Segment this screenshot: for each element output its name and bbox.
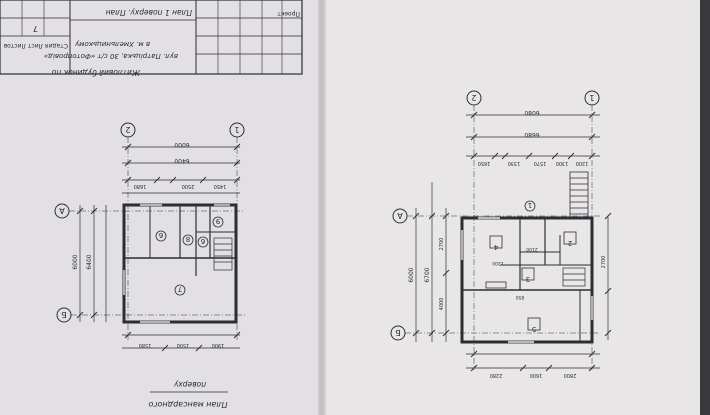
left-dim-side-total: 6000 xyxy=(72,254,79,269)
right-dim-side-part-2: 4000 xyxy=(439,298,445,311)
left-room-markers: 6 8 6 9 7 xyxy=(155,216,224,296)
left-sheet xyxy=(0,0,322,415)
right-room-number: 1 xyxy=(528,201,532,209)
right-dim-top-part-1: 1200 xyxy=(576,160,589,166)
right-entrance-stair xyxy=(569,171,589,219)
left-axis-b-label: Б xyxy=(61,310,67,319)
right-dim-top-total: 6080 xyxy=(524,109,539,116)
right-dim-top-inner: 6680 xyxy=(524,131,539,138)
right-dim-right-side: 2700 xyxy=(601,256,607,269)
right-room-number: 2 xyxy=(568,239,572,247)
left-axis-2-label: 2 xyxy=(125,125,130,134)
right-room-number: 3 xyxy=(526,275,530,283)
right-dim-bottom-1: 2800 xyxy=(564,372,577,378)
right-axis-1-label: 1 xyxy=(589,93,594,102)
left-plan-caption-line-1: План мансардного xyxy=(148,400,227,409)
book-gutter xyxy=(318,0,326,415)
right-small-dim: 850 xyxy=(516,294,525,300)
left-dim-bottom-3: 1580 xyxy=(139,342,152,348)
right-dim-top-part-5: 1650 xyxy=(478,160,491,166)
project-line-3: в м. Хмельницькому xyxy=(74,40,150,48)
project-line-2: вул. Патріцька, 30 с/т «Фотопровід» xyxy=(44,52,178,60)
left-room-number: 6 xyxy=(200,237,205,245)
right-dim-top-part-4: 1330 xyxy=(508,160,521,166)
left-plan-caption-line-2: поверху xyxy=(173,380,206,389)
title-stamp-text: Проект xyxy=(277,10,300,17)
left-dim-top-inner: 6400 xyxy=(174,157,189,164)
title-block: Проект Стадия Лист Листов 7 Житловий буд… xyxy=(0,0,303,77)
left-axis-1-label: 1 xyxy=(234,125,239,134)
sheet-edge-shadow xyxy=(700,0,710,415)
left-room-number: 8 xyxy=(186,235,190,243)
right-room-markers: 1 4 2 3 5 xyxy=(489,200,577,333)
sheet-title: План 1 поверху. План xyxy=(106,8,192,17)
left-room-number: 6 xyxy=(158,231,163,239)
right-dim-top-part-2: 1300 xyxy=(556,160,569,166)
right-room-number: 4 xyxy=(493,243,498,251)
right-dim-top-part-3: 1570 xyxy=(534,160,547,166)
left-dim-top-total: 6000 xyxy=(174,141,189,148)
left-dim-side-inner: 6400 xyxy=(86,254,93,269)
project-line-1: Житловий будинок по xyxy=(51,68,141,77)
left-dim-top-part-3: 1680 xyxy=(134,183,147,189)
sheet-label: Стадия Лист Листов xyxy=(3,42,68,49)
right-dim-bottom-3: 2280 xyxy=(490,372,503,378)
left-room-number: 9 xyxy=(216,217,220,225)
right-dim-side-part-1: 2700 xyxy=(439,238,445,251)
right-axis-b-label: Б xyxy=(395,328,401,337)
right-dim-side-total: 6000 xyxy=(408,267,415,282)
right-axis-2-label: 2 xyxy=(471,93,476,102)
left-floor-plan: 2 1 А Б 6000 6400 xyxy=(54,122,245,409)
right-dim-bottom-2: 1600 xyxy=(530,372,543,378)
right-small-dim: 2100 xyxy=(526,246,538,252)
right-floor-plan: 2 1 А Б 6080 6680 xyxy=(390,90,612,378)
left-dim-top-part-1: 1450 xyxy=(214,183,227,189)
left-axis-a-label: А xyxy=(59,206,65,215)
left-dim-top-part-2: 2500 xyxy=(182,183,195,189)
right-room-number: 5 xyxy=(532,325,536,333)
sheet-number: 7 xyxy=(33,24,38,33)
right-dim-side-inner: 6700 xyxy=(424,267,431,282)
right-sheet xyxy=(322,0,700,415)
left-dim-bottom-1: 1900 xyxy=(212,342,225,348)
right-axis-a-label: А xyxy=(397,211,403,220)
left-dim-bottom-2: 1500 xyxy=(177,342,190,348)
left-room-number: 7 xyxy=(178,285,182,293)
right-small-dim: 1200 xyxy=(492,260,504,266)
